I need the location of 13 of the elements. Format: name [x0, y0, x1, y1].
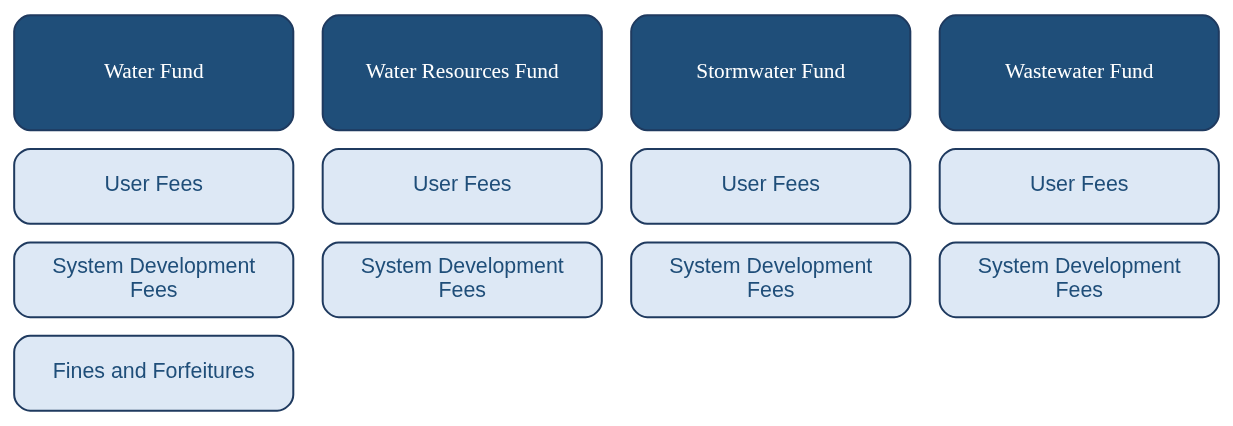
node-box: Wastewater Fund	[938, 14, 1220, 132]
node-box: System Development Fees	[630, 241, 912, 319]
node-box: System Development Fees	[13, 241, 295, 319]
node-box: Fines and Forfeitures	[13, 334, 295, 412]
node-box: Water Resources Fund	[321, 14, 603, 132]
node-box: System Development Fees	[938, 241, 1220, 319]
node-box: System Development Fees	[321, 241, 603, 319]
node-box: User Fees	[13, 147, 295, 225]
node-box: User Fees	[938, 147, 1220, 225]
node-box: Stormwater Fund	[630, 14, 912, 132]
node-box: User Fees	[321, 147, 603, 225]
node-box: Water Fund	[13, 14, 295, 132]
node-box: User Fees	[630, 147, 912, 225]
